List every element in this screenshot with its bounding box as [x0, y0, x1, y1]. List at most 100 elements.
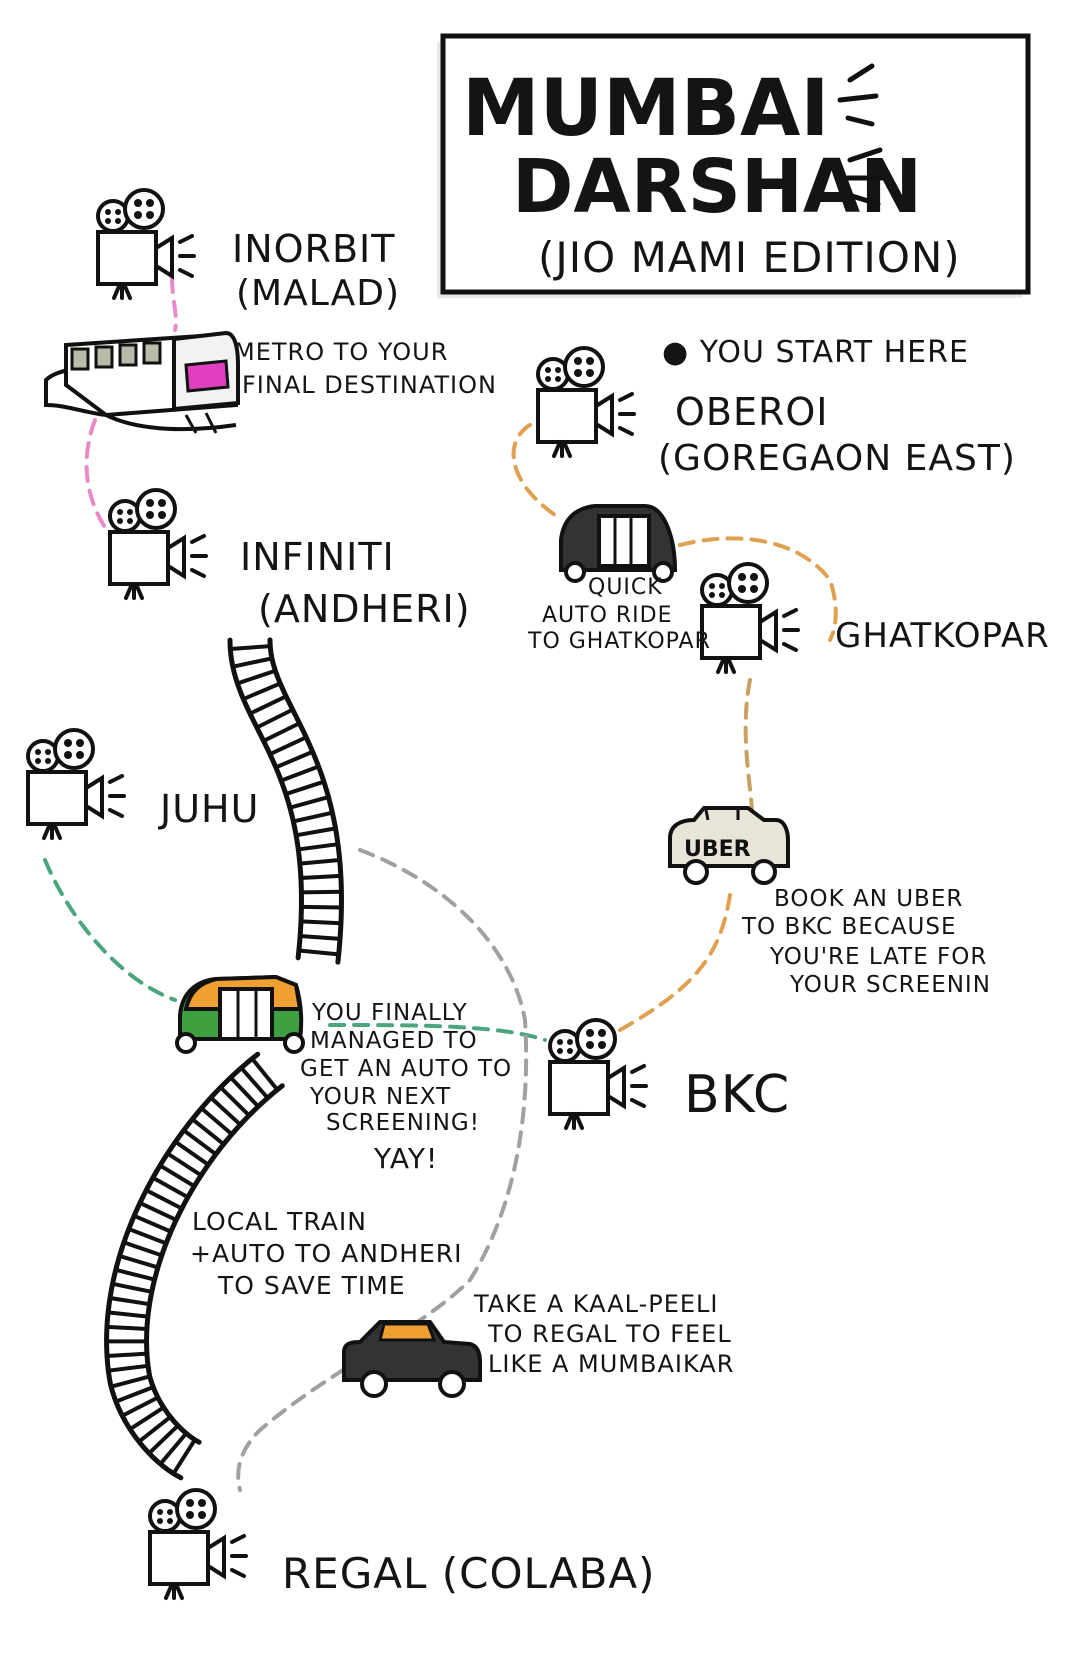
location-name-regal: REGAL (COLABA) — [282, 1549, 656, 1598]
grey-route-path — [236, 848, 529, 1492]
track-tie — [289, 795, 330, 810]
caption-auto-juhu: YOU FINALLY MANAGED TO GET AN AUTO TO YO… — [300, 1000, 520, 1175]
track-tie — [121, 1395, 159, 1418]
title-line-1: MUMBAI — [462, 64, 829, 154]
track-tie — [147, 1424, 180, 1455]
projector-icon-inorbit — [96, 188, 196, 300]
track-tie — [106, 1351, 148, 1359]
taxi-icon — [342, 1320, 482, 1398]
track-tie — [158, 1432, 188, 1466]
track-tie — [300, 873, 341, 880]
track-tie — [209, 1096, 242, 1127]
start-note-text: YOU START HERE — [699, 335, 969, 370]
track-tie — [229, 1076, 260, 1108]
caption-auto-ghatkopar-line-2: AUTO RIDE — [542, 603, 673, 628]
track-tie — [301, 889, 342, 895]
track-rail — [227, 637, 304, 961]
track-tie — [285, 779, 325, 796]
projector-icon-juhu — [26, 728, 126, 840]
track-tie — [110, 1374, 151, 1389]
location-area-infiniti: (ANDHERI) — [258, 587, 471, 631]
start-note: ● YOU START HERE — [662, 335, 969, 370]
track-tie — [298, 842, 339, 852]
track-tie — [250, 1057, 279, 1091]
route-paths — [43, 276, 838, 1492]
projector-icon-ghatkopar — [700, 562, 800, 674]
caption-local-train-line-1: LOCAL TRAIN — [192, 1207, 367, 1236]
oberoi-ghatkopar-path — [511, 423, 838, 642]
location-name-oberoi: OBEROI — [675, 390, 829, 434]
caption-metro-line-1: METRO TO YOUR — [234, 338, 448, 366]
caption-local-train-line-2: +AUTO TO ANDHERI — [190, 1239, 463, 1268]
metro-route-path-lower — [84, 418, 112, 537]
caption-local-train-line-3: TO SAVE TIME — [217, 1271, 406, 1300]
caption-uber-line-3: YOU'RE LATE FOR — [769, 944, 987, 970]
caption-auto-ghatkopar-line-1: QUICK — [588, 575, 663, 600]
track-tie — [255, 707, 294, 730]
track-tie — [300, 919, 342, 926]
caption-uber-line-1: BOOK AN UBER — [774, 886, 963, 912]
track-tie — [191, 1117, 225, 1146]
caption-kaal-peeli-line-1: TAKE A KAAL-PEELI — [473, 1290, 718, 1318]
track-tie — [275, 749, 314, 770]
caption-local-train: LOCAL TRAIN +AUTO TO ANDHERI TO SAVE TIM… — [190, 1207, 471, 1300]
location-name-ghatkopar: GHATKOPAR — [835, 616, 1050, 656]
location-area-oberoi: (GOREGAON EAST) — [658, 438, 1016, 479]
track-rail — [144, 1083, 285, 1445]
track-rail — [267, 637, 344, 965]
track-tie — [139, 1201, 178, 1222]
location-name-bkc: BKC — [684, 1065, 790, 1125]
track-tie — [239, 1066, 270, 1100]
track-tie — [299, 858, 340, 866]
caption-auto-juhu-line-3: GET AN AUTO TO — [300, 1056, 512, 1082]
railway-track — [104, 637, 344, 1481]
caption-auto-juhu-line-1: YOU FINALLY — [311, 1000, 468, 1026]
caption-auto-juhu-line-4: YOUR NEXT — [309, 1084, 451, 1110]
track-rail — [104, 1051, 261, 1481]
track-tie — [242, 681, 281, 701]
track-tie — [115, 1267, 156, 1282]
caption-kaal-peeli-line-2: TO REGAL TO FEEL — [487, 1320, 732, 1348]
track-tie — [108, 1363, 149, 1373]
caption-auto-ghatkopar-line-3: TO GHATKOPAR — [527, 629, 711, 654]
metro-route-path — [170, 276, 178, 332]
caption-uber: BOOK AN UBER TO BKC BECAUSE YOU'RE LATE … — [741, 886, 996, 998]
track-tie — [174, 1140, 210, 1167]
track-tie — [115, 1385, 154, 1404]
location-area-inorbit: (MALAD) — [236, 273, 400, 314]
track-tie — [128, 1405, 165, 1431]
emphasis-strokes — [837, 63, 885, 207]
track-tie — [112, 1281, 153, 1294]
location-name-juhu: JUHU — [158, 787, 259, 831]
track-tie — [166, 1151, 203, 1177]
projector-icon-bkc — [548, 1018, 648, 1130]
caption-uber-line-4: YOUR SCREENIN — [789, 972, 991, 998]
track-tie — [232, 656, 273, 669]
projector-icon-oberoi — [536, 346, 636, 458]
track-tie — [159, 1163, 196, 1188]
start-dot: ● — [662, 335, 700, 370]
track-tie — [295, 826, 336, 838]
track-tie — [292, 810, 333, 824]
track-tie — [219, 1085, 251, 1117]
track-tie — [145, 1188, 183, 1211]
track-tie — [262, 721, 301, 743]
track-tie — [299, 933, 341, 941]
track-tie — [269, 735, 308, 756]
uber-label: UBER — [684, 837, 751, 862]
title-line-3: (JIO MAMI EDITION) — [538, 233, 961, 282]
track-tie — [107, 1310, 149, 1319]
track-tie — [200, 1106, 234, 1136]
track-tie — [128, 1227, 167, 1246]
track-tie — [182, 1128, 217, 1156]
caption-uber-line-2: TO BKC BECAUSE — [741, 914, 957, 940]
projector-icon-infiniti — [108, 488, 208, 600]
location-name-inorbit: INORBIT — [232, 227, 395, 271]
track-tie — [298, 948, 339, 957]
track-tie — [280, 764, 320, 783]
track-tie — [137, 1415, 172, 1444]
auto-rickshaw-icon-green — [175, 974, 305, 1054]
track-tie — [151, 1175, 189, 1199]
location-name-infiniti: INFINITI — [240, 535, 395, 579]
projector-icon-regal — [148, 1488, 248, 1600]
